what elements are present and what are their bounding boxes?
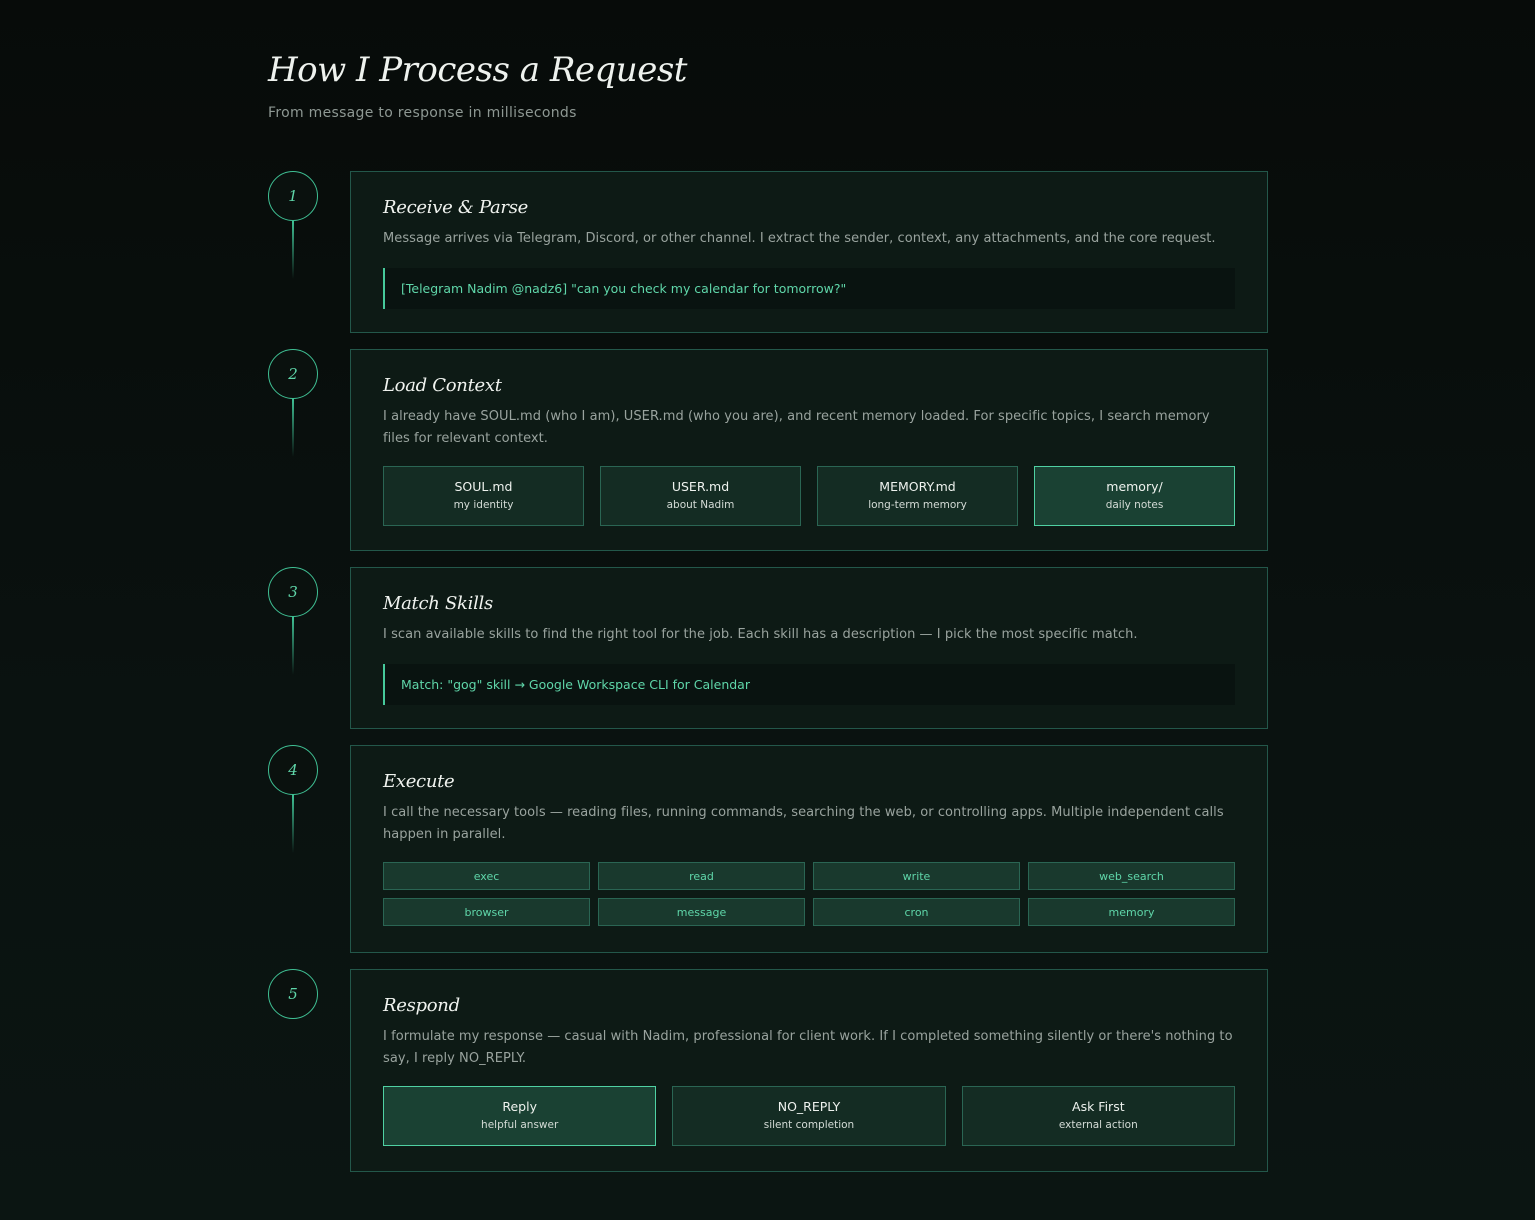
- step-card: Receive & Parse Message arrives via Tele…: [350, 171, 1268, 333]
- page-title: How I Process a Request: [268, 50, 687, 90]
- timeline-connector: [292, 617, 294, 675]
- file-name: USER.md: [671, 479, 730, 494]
- outcome-description: silent completion: [763, 1119, 855, 1131]
- step-card: Match Skills I scan available skills to …: [350, 567, 1268, 729]
- context-file-daily-notes[interactable]: memory/ daily notes: [1034, 466, 1235, 526]
- step-number-badge: 5: [268, 969, 318, 1019]
- file-description: long-term memory: [868, 499, 967, 511]
- step-title: Receive & Parse: [383, 197, 529, 218]
- step-title: Match Skills: [383, 593, 493, 614]
- file-description: daily notes: [1105, 499, 1164, 511]
- tool-chip-write[interactable]: write: [813, 862, 1020, 890]
- file-name: memory/: [1106, 479, 1163, 494]
- step-description: I formulate my response — casual with Na…: [383, 1029, 1233, 1066]
- tool-chip-exec[interactable]: exec: [383, 862, 590, 890]
- step-title: Respond: [383, 995, 460, 1016]
- step-description: Message arrives via Telegram, Discord, o…: [383, 231, 1216, 246]
- step-description: I scan available skills to find the righ…: [383, 627, 1138, 642]
- step-number-badge: 4: [268, 745, 318, 795]
- timeline-connector: [292, 221, 294, 279]
- skill-match-block: Match: "gog" skill → Google Workspace CL…: [383, 664, 1235, 705]
- step-number-badge: 1: [268, 171, 318, 221]
- step-title: Execute: [383, 771, 455, 792]
- step-number-badge: 2: [268, 349, 318, 399]
- outcome-name: Reply: [502, 1099, 537, 1114]
- step-description: I already have SOUL.md (who I am), USER.…: [383, 409, 1210, 446]
- timeline-connector: [292, 399, 294, 457]
- file-name: MEMORY.md: [879, 479, 956, 494]
- tools-grid: exec read write web_search browser messa…: [383, 862, 1235, 926]
- context-file-memory[interactable]: MEMORY.md long-term memory: [817, 466, 1018, 526]
- example-message-block: [Telegram Nadim @nadz6] "can you check m…: [383, 268, 1235, 309]
- outcome-name: Ask First: [1072, 1099, 1125, 1114]
- context-file-user[interactable]: USER.md about Nadim: [600, 466, 801, 526]
- tool-chip-browser[interactable]: browser: [383, 898, 590, 926]
- step-number-badge: 3: [268, 567, 318, 617]
- response-outcomes-grid: Reply helpful answer NO_REPLY silent com…: [383, 1086, 1235, 1146]
- tool-chip-memory[interactable]: memory: [1028, 898, 1235, 926]
- outcome-description: helpful answer: [481, 1119, 559, 1131]
- outcome-name: NO_REPLY: [777, 1099, 841, 1114]
- tool-chip-web-search[interactable]: web_search: [1028, 862, 1235, 890]
- file-description: about Nadim: [666, 499, 735, 511]
- step-description: I call the necessary tools — reading fil…: [383, 805, 1224, 842]
- page-subtitle: From message to response in milliseconds: [268, 105, 577, 121]
- context-file-soul[interactable]: SOUL.md my identity: [383, 466, 584, 526]
- outcome-ask-first[interactable]: Ask First external action: [961, 1086, 1235, 1146]
- file-name: SOUL.md: [454, 479, 513, 494]
- step-card: Load Context I already have SOUL.md (who…: [350, 349, 1268, 551]
- tool-chip-read[interactable]: read: [598, 862, 805, 890]
- step-card: Execute I call the necessary tools — rea…: [350, 745, 1268, 953]
- outcome-description: external action: [1058, 1119, 1138, 1131]
- tool-chip-cron[interactable]: cron: [813, 898, 1020, 926]
- outcome-reply[interactable]: Reply helpful answer: [383, 1086, 657, 1146]
- example-message-text: [Telegram Nadim @nadz6] "can you check m…: [401, 281, 847, 296]
- timeline-connector: [292, 795, 294, 853]
- tool-chip-message[interactable]: message: [598, 898, 805, 926]
- context-files-grid: SOUL.md my identity USER.md about Nadim …: [383, 466, 1235, 526]
- skill-match-text: Match: "gog" skill → Google Workspace CL…: [401, 677, 750, 692]
- outcome-no-reply[interactable]: NO_REPLY silent completion: [672, 1086, 946, 1146]
- file-description: my identity: [453, 499, 514, 511]
- step-title: Load Context: [383, 375, 502, 396]
- step-card: Respond I formulate my response — casual…: [350, 969, 1268, 1172]
